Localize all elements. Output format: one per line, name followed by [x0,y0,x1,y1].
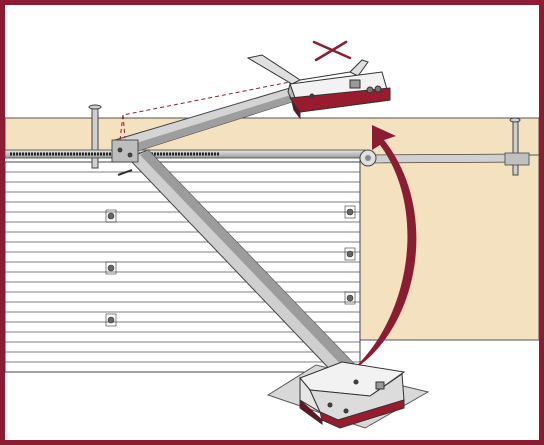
door-hinge [105,261,117,275]
header-bracket-right [509,117,521,176]
opener-installation-diagram [5,40,539,429]
curved-arrow-icon [350,125,417,372]
ceiling-hanger [246,54,369,85]
header-bracket-left [88,104,102,169]
idler-pulley [359,149,377,167]
alignment-dashed-line [119,79,301,141]
door-hinge [105,313,117,327]
door-hinge [344,247,356,261]
wall-side [359,154,539,341]
rail-joint [111,139,139,176]
alignment-dashed-line [122,114,126,139]
x-mark-icon [312,40,352,62]
door-hinge [105,209,117,223]
door-hinge [344,205,356,219]
motor-unit-floor [299,361,406,429]
wall-header [5,117,539,156]
motor-unit-raised [287,71,391,120]
door-hinge [344,291,356,305]
